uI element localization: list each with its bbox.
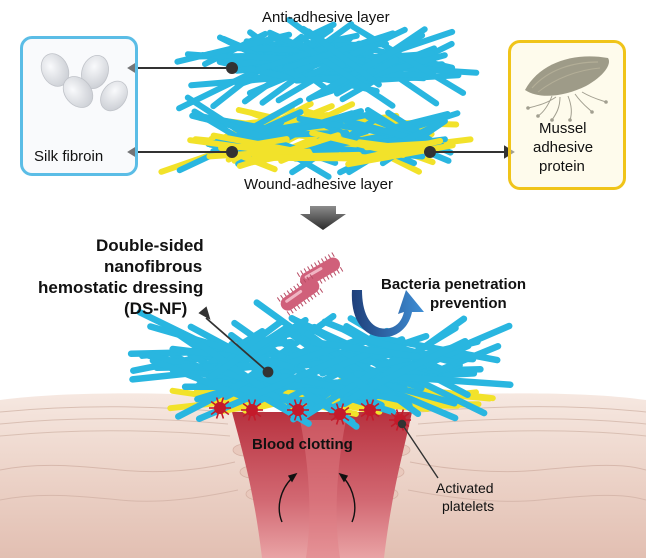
platelet-icon	[287, 399, 309, 421]
anti-adhesive-fiber-layer	[174, 16, 480, 112]
nanofiber	[256, 154, 359, 162]
nanofiber	[149, 357, 259, 405]
mussel-label-line3: protein	[539, 158, 585, 175]
nanofiber	[216, 109, 304, 152]
dsnf-pointer-line	[198, 306, 274, 378]
nanofiber	[147, 323, 295, 371]
mussel-label-line1: Mussel	[539, 120, 587, 137]
dsnf-title-line3: hemostatic dressing	[38, 278, 204, 297]
bacteria-prevention-line2: prevention	[430, 295, 507, 312]
nanofiber	[309, 130, 407, 158]
wound-bed	[232, 412, 412, 558]
bacteria-icon	[296, 252, 344, 292]
dsnf-title-line2: nanofibrous	[104, 257, 203, 276]
bacteria-icon	[276, 252, 344, 316]
nanofiber	[208, 322, 292, 380]
process-arrow-icon	[300, 206, 346, 230]
nanofiber	[305, 28, 382, 88]
nanofiber	[206, 147, 301, 160]
platelets-pointer-line	[397, 419, 439, 479]
nanofiber	[309, 338, 421, 360]
silk-fibroin-box	[20, 36, 138, 176]
nanofiber	[255, 42, 335, 73]
platelet-icon	[209, 397, 231, 419]
silk-cocoon-icon	[40, 53, 128, 112]
silk-fibroin-label: Silk fibroin	[34, 148, 104, 165]
nanofiber	[282, 30, 396, 72]
anti-adhesive-layer-label: Anti-adhesive layer	[262, 9, 390, 26]
platelet-icon	[359, 399, 381, 421]
nanofiber	[362, 72, 462, 84]
mussel-protein-box	[508, 40, 626, 190]
nanofiber	[364, 337, 469, 392]
mussel-label-line2: adhesive	[533, 139, 594, 156]
activated-platelets-line1: Activated	[436, 480, 494, 496]
nanofiber	[306, 32, 426, 102]
nanofiber	[295, 40, 396, 109]
wound-adhesive-fiber-layer	[158, 94, 474, 180]
blood-clotting-label: Blood clotting	[252, 436, 353, 453]
bacteria-icon	[276, 274, 324, 316]
nanofiber	[293, 73, 373, 84]
bacteria-prevention-line1: Bacteria penetration	[381, 276, 527, 293]
dsnf-title-line4: (DS-NF)	[124, 299, 188, 318]
activated-platelets-line2: platelets	[442, 498, 495, 514]
dsnf-title-line1: Double-sided	[96, 236, 204, 255]
platelet-icon	[329, 403, 351, 425]
deflection-arrow-icon	[351, 290, 424, 338]
wound-adhesive-layer-label: Wound-adhesive layer	[244, 176, 393, 193]
platelet-icon	[241, 399, 263, 421]
nanofiber	[352, 62, 480, 76]
blood-flow-arrows	[278, 472, 356, 523]
platelet-icons	[209, 397, 411, 431]
nanofiber	[345, 142, 456, 168]
